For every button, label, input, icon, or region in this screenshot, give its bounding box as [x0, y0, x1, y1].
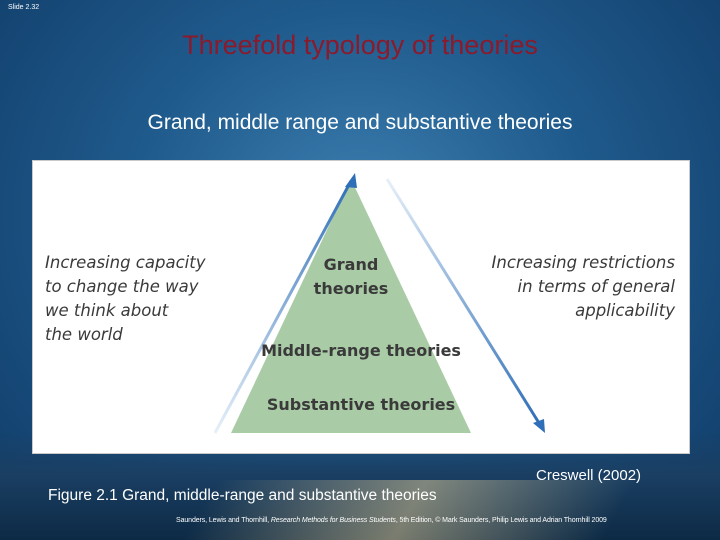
right-text-line: Increasing restrictions: [491, 253, 675, 272]
right-restriction-text: Increasing restrictions in terms of gene…: [465, 251, 675, 323]
credit-authors: Saunders, Lewis and Thornhill,: [176, 517, 271, 524]
figure-caption: Figure 2.1 Grand, middle-range and subst…: [48, 487, 437, 504]
left-capacity-text: Increasing capacity to change the way we…: [45, 251, 245, 347]
left-text-line: the world: [45, 325, 123, 344]
left-arrowhead: [345, 173, 357, 188]
right-text-line: applicability: [575, 301, 675, 320]
middle-range-label: Middle-range theories: [261, 341, 461, 360]
right-restriction-arrow-shaft: [385, 178, 541, 424]
theory-triangle: [231, 179, 471, 433]
slide-subtitle: Grand, middle range and substantive theo…: [147, 111, 573, 134]
typology-diagram-svg: [213, 173, 545, 434]
slide-number: Slide 2.32: [8, 4, 40, 11]
typology-figure: Increasing capacity to change the way we…: [32, 160, 690, 454]
source-citation: Creswell (2002): [536, 467, 642, 484]
substantive-label: Substantive theories: [266, 395, 456, 414]
left-text-line: we think about: [45, 301, 169, 320]
grand-line: theories: [313, 279, 389, 298]
left-text-line: Increasing capacity: [45, 253, 206, 272]
copyright-credit: Saunders, Lewis and Thornhill, Research …: [176, 517, 607, 524]
left-increase-arrow-shaft: [213, 180, 353, 434]
slide-title: Threefold typology of theories: [182, 30, 538, 60]
grand-line: Grand: [323, 255, 379, 274]
grand-theories-label: Grand theories: [291, 253, 411, 301]
credit-edition: , 5th Edition, © Mark Saunders, Philip L…: [395, 517, 607, 524]
left-text-line: to change the way: [45, 277, 199, 296]
credit-book: Research Methods for Business Students: [270, 517, 396, 524]
right-text-line: in terms of general: [517, 277, 675, 296]
right-arrowhead: [533, 419, 545, 433]
